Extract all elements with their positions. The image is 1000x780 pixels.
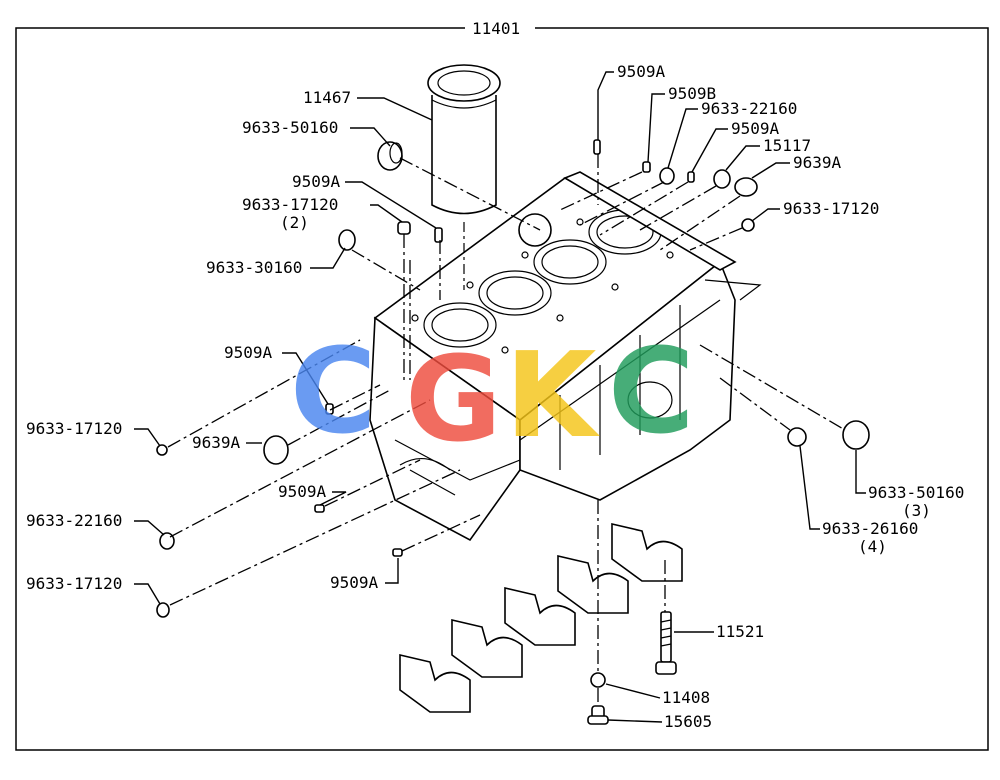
label-plug-17120-top: 9633-17120 <box>242 195 338 214</box>
plug-50160-top <box>377 141 403 171</box>
seal-9639A-top <box>734 177 758 197</box>
installation-lines <box>167 154 846 706</box>
label-washer-11408: 11408 <box>662 688 710 707</box>
seal-9639A-left <box>263 435 289 465</box>
plug-17120-left-a <box>156 444 168 456</box>
label-pin-top-2: 9509B <box>668 84 716 103</box>
pin-9509B-top <box>642 161 651 173</box>
pin-9509A-top-center <box>593 139 601 155</box>
plug-22160-top <box>659 167 675 185</box>
bolt-11521 <box>655 611 677 675</box>
pin-9509A-top-left <box>434 227 443 243</box>
label-seal-9639A-top: 9639A <box>793 153 842 172</box>
plug-17120-left-b <box>156 602 170 618</box>
label-pin-left-top: 9509A <box>292 172 341 191</box>
main-bearing-caps <box>399 522 683 713</box>
label-pin-left-low: 9509A <box>278 482 327 501</box>
label-liner: 11467 <box>303 88 351 107</box>
label-plug-17120-top-qty: (2) <box>280 213 309 232</box>
bolt-15605 <box>587 705 609 725</box>
label-plug-17120-left-a: 9633-17120 <box>26 419 122 438</box>
label-plug-30160: 9633-30160 <box>206 258 302 277</box>
watermark-letter-3: K <box>505 326 601 464</box>
label-pin-bottom: 9509A <box>330 573 379 592</box>
watermark: C G K C <box>290 322 695 468</box>
label-plug-26160-right-qty: (4) <box>858 537 887 556</box>
label-pin-top-1: 9509A <box>617 62 666 81</box>
pin-9509A-bottom <box>392 548 403 557</box>
cylinder-block <box>369 171 762 542</box>
plug-30160-left <box>338 229 356 251</box>
watermark-letter-2: G <box>405 330 502 468</box>
plug-50160-right <box>842 420 870 450</box>
pin-9509A-left-low <box>314 504 325 513</box>
label-bolt-11521: 11521 <box>716 622 764 641</box>
label-plug-22160-left: 9633-22160 <box>26 511 122 530</box>
pin-9509A-top-right <box>687 171 695 183</box>
seal-15117 <box>713 169 731 189</box>
label-plug-26160-right: 9633-26160 <box>822 519 918 538</box>
watermark-letter-4: C <box>608 322 695 460</box>
washer-11408 <box>590 672 606 688</box>
label-plug-50160-right: 9633-50160 <box>868 483 964 502</box>
label-plug-50160-right-qty: (3) <box>902 501 931 520</box>
watermark-letter-1: C <box>290 322 377 460</box>
label-plug-22160-top: 9633-22160 <box>701 99 797 118</box>
label-plug-50160-top: 9633-50160 <box>242 118 338 137</box>
label-seal-15117: 15117 <box>763 136 811 155</box>
cylinder-liner <box>427 64 501 290</box>
plug-17120-top-left <box>397 221 411 235</box>
label-pin-left-mid: 9509A <box>224 343 273 362</box>
label-pin-top-3: 9509A <box>731 119 780 138</box>
label-plug-17120-right: 9633-17120 <box>783 199 879 218</box>
leader-lines <box>134 71 866 723</box>
part-labels: 11467 9633-50160 9509A 9633-17120 (2) 96… <box>26 62 964 731</box>
main-assembly-label: 11401 <box>472 19 520 38</box>
plug-17120-right <box>741 218 755 232</box>
plug-26160-right <box>787 427 807 447</box>
label-seal-9639A-left: 9639A <box>192 433 241 452</box>
label-bolt-15605: 15605 <box>664 712 712 731</box>
label-plug-17120-left-b: 9633-17120 <box>26 574 122 593</box>
